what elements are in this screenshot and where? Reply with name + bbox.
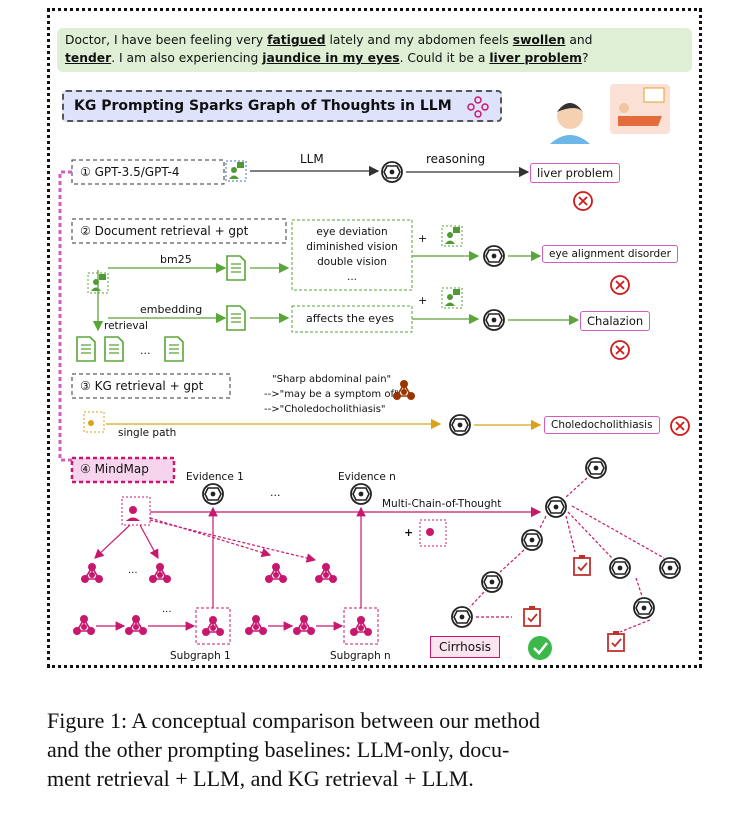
- multi-chain-label: Multi-Chain-of-Thought: [382, 498, 502, 510]
- doctor-icon: [550, 103, 590, 144]
- subgraph-1-icon: [201, 615, 225, 637]
- graph-of-thoughts-icon: [467, 96, 489, 118]
- document-icon: [76, 336, 96, 362]
- docs-ellipsis: ...: [140, 344, 151, 357]
- affects-eyes-text: affects the eyes: [306, 312, 394, 325]
- user-question-icon: [441, 287, 463, 309]
- kg-method-label: ③ KG retrieval + gpt: [80, 379, 204, 393]
- cross-icon: [573, 191, 593, 211]
- document-icon: [226, 305, 246, 331]
- cross-icon: [610, 275, 630, 295]
- subgraph-n-icon: [349, 615, 373, 637]
- document-icon: [164, 336, 184, 362]
- answer-cirrhosis: Cirrhosis: [430, 636, 500, 658]
- checklist-icon: [607, 630, 625, 652]
- answer-chalazion: Chalazion: [580, 311, 651, 331]
- answer-liver-problem: liver problem: [530, 163, 621, 183]
- mindmap-method-box: [70, 456, 176, 484]
- cross-icon: [610, 340, 630, 360]
- kg-path-2: -->"may be a symptom of": [264, 389, 399, 400]
- method-bracket: [58, 170, 72, 462]
- answer-eye-alignment: eye alignment disorder: [542, 245, 678, 263]
- llm-label: LLM: [300, 152, 324, 166]
- subgraph-1-label: Subgraph 1: [170, 650, 231, 662]
- gpt-method-label: ① GPT-3.5/GPT-4: [80, 165, 180, 179]
- plus-sign: +: [418, 232, 428, 245]
- patient-icon: [610, 84, 670, 134]
- doc-method-label: ② Document retrieval + gpt: [80, 224, 249, 238]
- retrieval-label: retrieval: [104, 320, 148, 332]
- plus-sign: +: [418, 294, 428, 307]
- doc-method-box: [71, 218, 287, 244]
- kg-path-3: -->"Choledocholithiasis": [264, 404, 386, 415]
- checklist-icon: [523, 605, 541, 627]
- bm25-label: bm25: [160, 253, 192, 266]
- kg-ellipsis: ...: [128, 565, 138, 576]
- evidence-1-label: Evidence 1: [186, 471, 244, 483]
- answer-choledocholithiasis: Choledocholithiasis: [544, 416, 660, 434]
- evidence-ellipsis: ...: [270, 486, 281, 499]
- openai-logo-icon: [449, 414, 471, 436]
- kg-method-box: [71, 373, 231, 399]
- cross-icon: [670, 416, 690, 436]
- figure-caption: Figure 1: A conceptual comparison betwee…: [47, 708, 541, 791]
- embedding-label: embedding: [140, 303, 203, 316]
- patient-question: Doctor, I have been feeling very fatigue…: [57, 28, 692, 72]
- reasoning-label: reasoning: [426, 152, 486, 166]
- openai-logo-icon: [202, 483, 224, 505]
- openai-logo-icon: [483, 309, 505, 331]
- figure-frame: [47, 8, 702, 668]
- document-icon: [226, 255, 246, 281]
- single-path-label: single path: [118, 427, 177, 439]
- checklist-icon: [573, 554, 591, 576]
- plus-sign: +: [404, 526, 414, 539]
- kg-ellipsis: ...: [162, 604, 172, 615]
- subgraph-n-label: Subgraph n: [330, 650, 391, 662]
- kg-path-1: "Sharp abdominal pain": [272, 374, 392, 385]
- evidence-n-label: Evidence n: [338, 471, 396, 483]
- user-question-icon: [225, 160, 247, 182]
- openai-logo-icon: [350, 483, 372, 505]
- kg-prompting-banner: KG Prompting Sparks Graph of Thoughts in…: [62, 90, 502, 122]
- check-icon: [528, 636, 552, 660]
- user-question-icon: [441, 225, 463, 247]
- openai-logo-icon: [381, 161, 403, 183]
- mindmap-method-label: ④ MindMap: [80, 462, 149, 476]
- openai-logo-icon: [483, 245, 505, 267]
- document-icon: [104, 336, 124, 362]
